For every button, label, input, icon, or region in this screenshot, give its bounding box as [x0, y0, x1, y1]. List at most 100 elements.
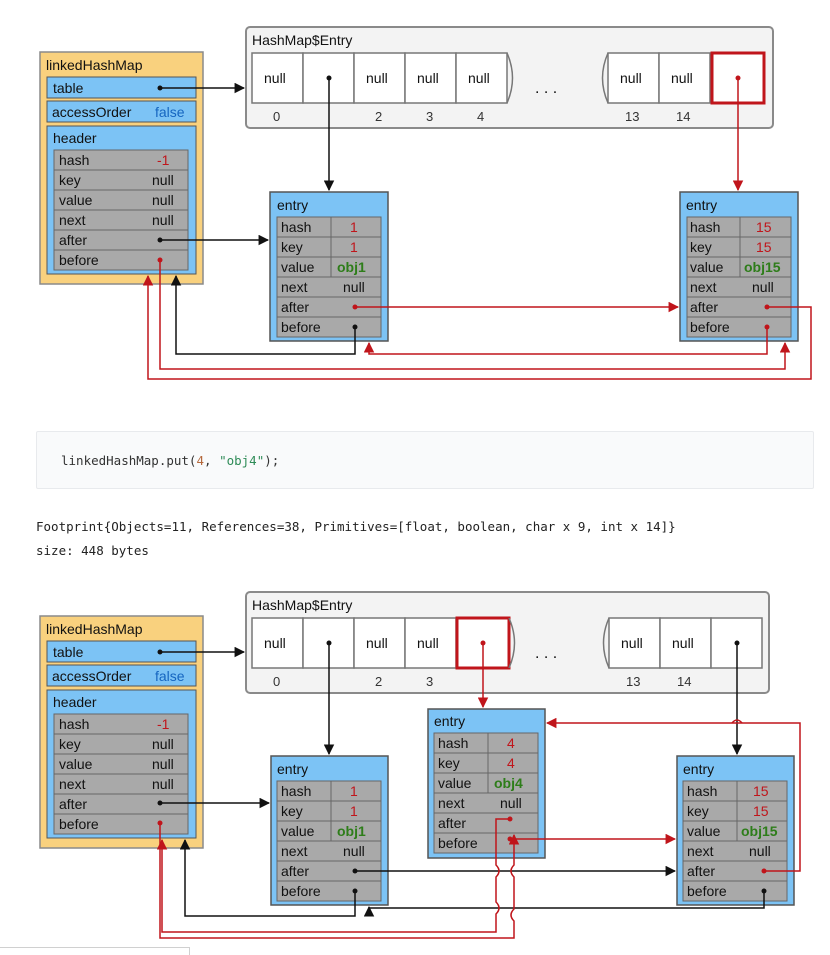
- svg-text:null: null: [152, 776, 174, 792]
- svg-text:value: value: [690, 259, 724, 275]
- svg-text:before: before: [687, 883, 727, 899]
- array-index: 13: [625, 109, 639, 124]
- svg-text:next: next: [687, 843, 714, 859]
- svg-text:next: next: [438, 795, 465, 811]
- accessorder-value: false: [155, 104, 185, 120]
- svg-text:obj15: obj15: [741, 823, 778, 839]
- cell-null: null: [468, 70, 490, 86]
- svg-text:15: 15: [756, 219, 772, 235]
- cell-null: null: [264, 70, 286, 86]
- code-line: linkedHashMap.put(4, "obj4");: [61, 453, 280, 468]
- svg-text:1: 1: [350, 803, 358, 819]
- entry-obj1: entry hash 1 key 1 value obj1 next null …: [270, 755, 389, 906]
- array-index: 0: [273, 674, 280, 689]
- cell-null: null: [671, 70, 693, 86]
- svg-text:value: value: [438, 775, 472, 791]
- svg-text:value: value: [687, 823, 721, 839]
- svg-text:1: 1: [350, 783, 358, 799]
- svg-text:obj4: obj4: [494, 775, 523, 791]
- diagram-after-put: HashMap$Entry null null null . . . null …: [39, 591, 801, 939]
- svg-text:value: value: [59, 756, 93, 772]
- header-before-label: before: [59, 252, 99, 268]
- svg-text:next: next: [59, 776, 86, 792]
- array-index: 2: [375, 674, 382, 689]
- svg-text:hash: hash: [438, 735, 468, 751]
- svg-text:key: key: [687, 803, 709, 819]
- svg-text:1: 1: [350, 239, 358, 255]
- svg-text:null: null: [343, 843, 365, 859]
- svg-text:entry: entry: [686, 197, 717, 213]
- svg-text:after: after: [438, 815, 466, 831]
- svg-text:null: null: [152, 756, 174, 772]
- header-title: header: [53, 130, 97, 146]
- svg-text:15: 15: [756, 239, 772, 255]
- svg-text:null: null: [752, 279, 774, 295]
- header-next-label: next: [59, 212, 86, 228]
- svg-text:next: next: [690, 279, 717, 295]
- footprint-output: Footprint{Objects=11, References=38, Pri…: [36, 519, 676, 534]
- entry-obj15: entry hash 15 key 15 value obj15 next nu…: [676, 755, 795, 906]
- header-hash-label: hash: [59, 152, 89, 168]
- cell-null: null: [620, 70, 642, 86]
- svg-text:null: null: [264, 635, 286, 651]
- svg-text:entry: entry: [277, 197, 308, 213]
- svg-text:null: null: [366, 635, 388, 651]
- array-cells-left: [251, 52, 514, 104]
- svg-text:-1: -1: [157, 716, 170, 732]
- svg-text:entry: entry: [434, 713, 465, 729]
- svg-text:key: key: [59, 736, 81, 752]
- svg-text:next: next: [281, 843, 308, 859]
- svg-text:4: 4: [507, 735, 515, 751]
- svg-text:key: key: [438, 755, 460, 771]
- svg-text:null: null: [500, 795, 522, 811]
- svg-text:entry: entry: [683, 761, 714, 777]
- array-ellipsis: . . .: [535, 80, 557, 97]
- array-index: 4: [477, 109, 484, 124]
- svg-text:key: key: [281, 239, 303, 255]
- array-index: 14: [677, 674, 691, 689]
- svg-text:value: value: [281, 823, 315, 839]
- svg-text:null: null: [152, 736, 174, 752]
- svg-text:hash: hash: [281, 219, 311, 235]
- svg-text:. . .: . . .: [535, 645, 557, 662]
- header-value-value: null: [152, 192, 174, 208]
- array-index: 3: [426, 109, 433, 124]
- svg-text:15: 15: [753, 803, 769, 819]
- svg-text:accessOrder: accessOrder: [52, 668, 132, 684]
- svg-text:key: key: [281, 803, 303, 819]
- header-next-value: null: [152, 212, 174, 228]
- svg-text:null: null: [672, 635, 694, 651]
- divider: [0, 947, 190, 948]
- svg-text:after: after: [281, 299, 309, 315]
- svg-text:hash: hash: [281, 783, 311, 799]
- header-key-value: null: [152, 172, 174, 188]
- svg-text:after: after: [690, 299, 718, 315]
- svg-text:before: before: [281, 883, 321, 899]
- array-index: 13: [626, 674, 640, 689]
- svg-text:null: null: [621, 635, 643, 651]
- array-cells-right: [601, 51, 766, 105]
- field-accessorder: accessOrder: [52, 104, 132, 120]
- svg-text:after: after: [281, 863, 309, 879]
- svg-text:after: after: [59, 796, 87, 812]
- array-title: HashMap$Entry: [252, 32, 352, 48]
- svg-text:table: table: [53, 644, 84, 660]
- linkedhashmap-object: linkedHashMap table accessOrder false he…: [39, 51, 204, 285]
- svg-text:obj1: obj1: [337, 259, 366, 275]
- array-index: 2: [375, 109, 382, 124]
- cell-null: null: [366, 70, 388, 86]
- linkedhashmap-object: linkedHashMap table accessOrder false he…: [39, 615, 204, 849]
- header-hash-value: -1: [157, 152, 170, 168]
- svg-text:4: 4: [507, 755, 515, 771]
- svg-text:obj15: obj15: [744, 259, 781, 275]
- svg-text:null: null: [749, 843, 771, 859]
- svg-text:null: null: [343, 279, 365, 295]
- size-output: size: 448 bytes: [36, 543, 149, 558]
- array-index: 14: [676, 109, 690, 124]
- code-block: linkedHashMap.put(4, "obj4");: [36, 431, 814, 489]
- svg-text:hash: hash: [690, 219, 720, 235]
- svg-text:1: 1: [350, 219, 358, 235]
- cell-null: null: [417, 70, 439, 86]
- svg-text:before: before: [438, 835, 478, 851]
- field-table: table: [53, 80, 84, 96]
